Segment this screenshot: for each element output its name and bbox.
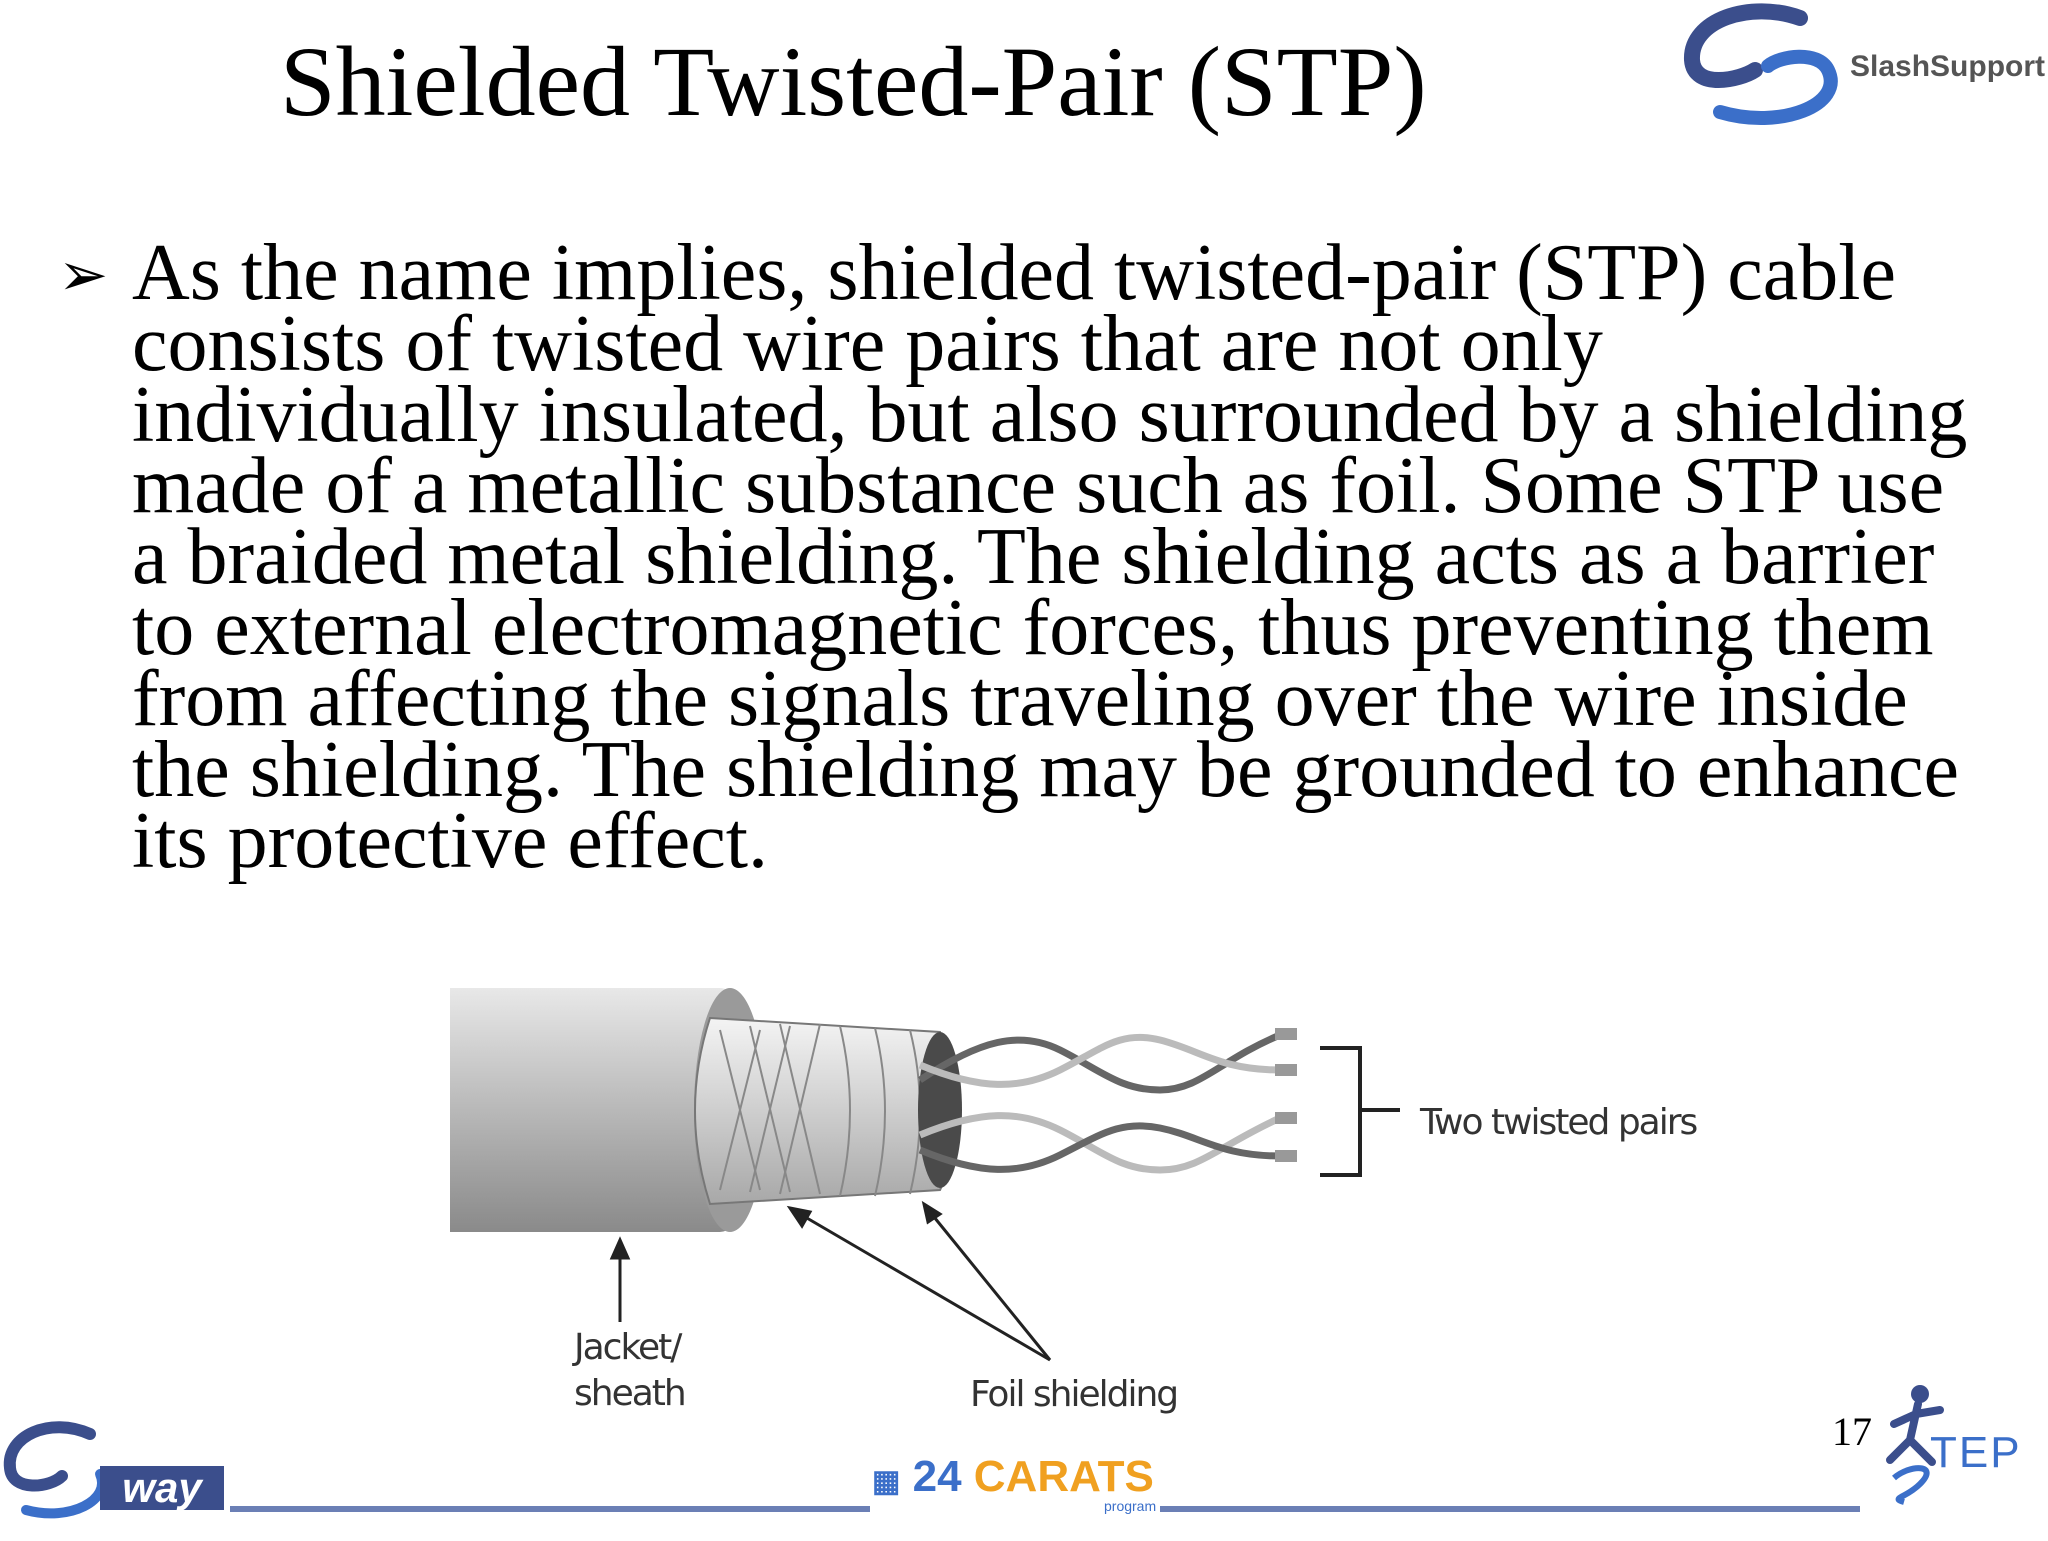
pairs-bracket: [1320, 1046, 1400, 1177]
footer-rule-right: [1160, 1506, 1860, 1512]
label-two-twisted-pairs: Two twisted pairs: [1420, 1102, 1698, 1143]
braid-pattern: [719, 1023, 921, 1197]
wire-tips: [1275, 1028, 1297, 1162]
24-carats-logo: ▦ 24 CARATS program: [872, 1452, 1156, 1514]
runner-figure-icon: [1886, 1385, 1944, 1505]
step-word: TEP: [1930, 1428, 2022, 1477]
step-logo: TEP: [1880, 1380, 2048, 1536]
cable-illustration: [450, 988, 1400, 1362]
pointer-arrows: [609, 1200, 1052, 1362]
footer-rule-left: [230, 1506, 870, 1512]
bullet-paragraph: ➢ As the name implies, shielded twisted-…: [58, 233, 2018, 881]
carats-word: CARATS: [973, 1452, 1154, 1501]
jacket: [450, 988, 750, 1232]
bullet-text: As the name implies, shielded twisted-pa…: [132, 229, 1968, 885]
sway-logo: way: [0, 1412, 230, 1522]
slashsupport-brand: SlashSupport: [1850, 50, 2046, 83]
sway-word: way: [100, 1466, 224, 1510]
label-foil-shielding: Foil shielding: [970, 1374, 1179, 1415]
twisted-pair-2: [918, 1112, 1282, 1174]
carats-sub: program: [1104, 1498, 1157, 1514]
slide-title: Shielded Twisted-Pair (STP): [280, 26, 1427, 137]
arrow-bullet-icon: ➢: [58, 240, 109, 310]
swoosh-logo-icon: [1684, 3, 1838, 125]
slashsupport-logo: SlashSupport: [1680, 0, 2048, 130]
label-jacket-sheath: Jacket/ sheath: [574, 1327, 687, 1414]
grid-icon: ▦: [872, 1465, 901, 1498]
stp-cable-diagram: Two twisted pairs Jacket/ sheath Foil sh…: [420, 960, 1720, 1440]
page-number: 17: [1832, 1409, 1872, 1454]
carats-number: 24: [912, 1452, 962, 1501]
twisted-pair-1: [918, 1031, 1282, 1094]
